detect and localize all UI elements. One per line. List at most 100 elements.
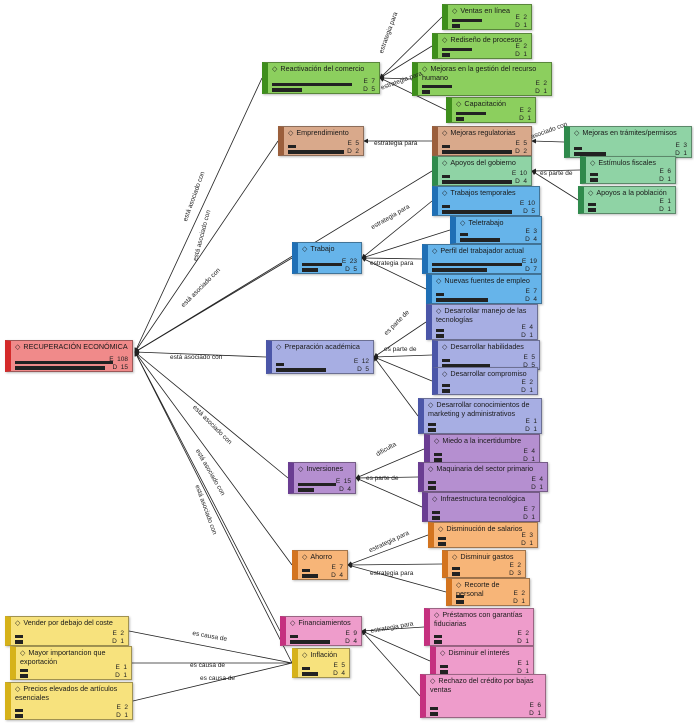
edge-label: es parte de xyxy=(366,475,399,482)
node-precios[interactable]: Precios elevados de artículos esenciales… xyxy=(5,682,133,720)
node-e-count: E 4 xyxy=(521,324,533,331)
node-e-count: E 4 xyxy=(531,476,543,483)
node-bar xyxy=(574,147,582,150)
node-title: Disminución de salarios xyxy=(438,525,534,534)
node-title: Desarrollar habilidades xyxy=(442,343,536,352)
edge-label: está asociado con xyxy=(193,484,218,536)
node-bar xyxy=(452,572,460,576)
node-e-count: E 7 xyxy=(331,564,343,571)
node-d-count: D 5 xyxy=(523,208,535,215)
edge-line xyxy=(361,630,421,697)
node-e-count: E 6 xyxy=(659,168,671,175)
edge-label: dificulta xyxy=(375,440,398,459)
node-bar xyxy=(442,210,512,214)
node-bar xyxy=(290,640,330,644)
node-d-count: D 1 xyxy=(525,426,537,433)
node-title: Preparación académica xyxy=(276,343,370,352)
node-d-count: D 4 xyxy=(333,670,345,677)
node-title: Miedo a la incertidumbre xyxy=(434,437,536,446)
node-title: Apoyos del gobierno xyxy=(442,159,528,168)
node-e-count: E 3 xyxy=(521,532,533,539)
edge-line xyxy=(373,356,433,382)
node-e-count: E 2 xyxy=(116,704,128,711)
edge-label: estrategia para xyxy=(370,203,412,232)
node-bar xyxy=(272,88,302,92)
node-e-count: E 10 xyxy=(519,200,535,207)
node-bar xyxy=(588,208,596,212)
node-bar xyxy=(588,203,596,206)
node-bar xyxy=(434,640,442,644)
edge-label: asociado con xyxy=(530,120,569,141)
node-bar xyxy=(428,481,436,484)
node-bar xyxy=(440,665,448,668)
edge-label: es parte de xyxy=(540,170,573,177)
node-title: Mejoras en trámites/permisos xyxy=(574,129,688,138)
node-bar xyxy=(442,205,450,208)
node-bar xyxy=(442,150,512,154)
edge-label: está asociado con xyxy=(192,209,213,262)
node-d-count: D 15 xyxy=(112,364,128,371)
edge-label: es parte de xyxy=(383,308,411,337)
node-bar xyxy=(456,117,464,121)
node-d-count: D 1 xyxy=(521,332,533,339)
node-bar xyxy=(436,329,444,332)
node-e-count: E 12 xyxy=(353,358,369,365)
node-d-count: D 1 xyxy=(523,456,535,463)
node-bar xyxy=(20,674,28,678)
node-desarrollar-con[interactable]: Desarrollar conocimientos de marketing y… xyxy=(418,398,542,434)
node-e-count: E 2 xyxy=(535,80,547,87)
node-d-count: D 1 xyxy=(659,176,671,183)
edge-line xyxy=(134,351,293,664)
edge-label: estrategia para xyxy=(370,260,414,267)
node-title: Precios elevados de artículos esenciales xyxy=(15,685,129,702)
edge-label: es causa de xyxy=(200,675,236,682)
node-e-count: E 108 xyxy=(109,356,128,363)
node-d-count: D 4 xyxy=(525,236,537,243)
node-mejoras-rh[interactable]: Mejoras en la gestión del recurso humano… xyxy=(412,62,552,96)
node-e-count: E 1 xyxy=(525,418,537,425)
node-bar xyxy=(276,363,284,366)
node-d-count: D 1 xyxy=(515,22,527,29)
node-d-count: D 1 xyxy=(521,540,533,547)
node-d-count: D 1 xyxy=(517,668,529,675)
node-bar xyxy=(442,364,490,368)
edge-line xyxy=(347,562,443,568)
node-d-count: D 4 xyxy=(515,178,527,185)
node-title: Infraestructura tecnológica xyxy=(432,495,536,504)
